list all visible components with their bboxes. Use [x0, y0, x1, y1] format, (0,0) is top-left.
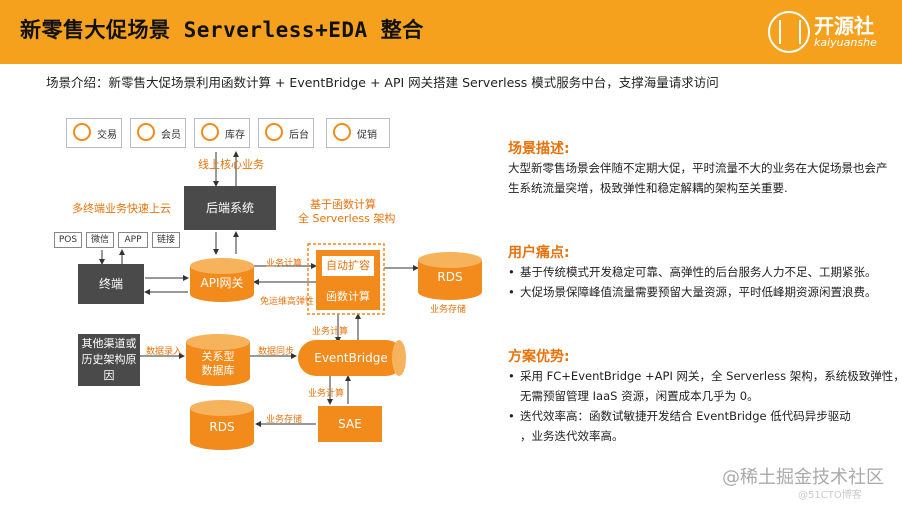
- pain-point-2: 大促场景保障峰值流量需要预留大量资源，平时低峰期资源闲置浪费。: [508, 282, 877, 302]
- logo-text-en: kaiyuanshe: [814, 36, 877, 49]
- icon-box-transaction: 交易: [66, 118, 122, 148]
- channel-wechat: 微信: [86, 232, 114, 248]
- icon-box-promotion: 促销: [326, 118, 390, 148]
- eventbridge-label: EventBridge: [314, 351, 388, 365]
- icon-label-inventory: 库存: [225, 130, 245, 141]
- advantages-title: 方案优势:: [508, 349, 570, 365]
- channel-pos: POS: [54, 232, 82, 248]
- pain-point-1-text: 基于传统模式开发稳定可靠、高弹性的后台服务人力不足、工期紧张。: [520, 265, 877, 279]
- api-gateway-label: API网关: [200, 276, 244, 290]
- advantage-1: 采用 FC+EventBridge +API 网关，全 Serverless 架…: [508, 366, 902, 386]
- scene-intro: 场景介绍：新零售大促场景利用函数计算 + EventBridge + API 网…: [46, 75, 719, 90]
- fc-note-1: 基于函数计算: [310, 198, 376, 211]
- biz-storage-label-1: 业务存储: [430, 305, 467, 315]
- icon-label-transaction: 交易: [97, 130, 117, 141]
- advantage-2-line-1: 迭代效率高：函数试敏捷开发结合 EventBridge 低代码异步驱动: [520, 409, 851, 423]
- biz-storage-label-2: 业务存储: [266, 415, 303, 425]
- icon-label-promotion: 促销: [357, 130, 377, 141]
- function-compute-label: 函数计算: [326, 290, 370, 303]
- channel-app: APP: [118, 232, 148, 248]
- rds-top-label: RDS: [437, 270, 463, 284]
- inventory-icon: [201, 123, 219, 141]
- data-entry-label: 数据录入: [146, 347, 183, 357]
- rds-bottom-cylinder: RDS: [190, 400, 254, 450]
- kaiyuanshe-logo-icon: [768, 11, 810, 53]
- page-title: 新零售大促场景 Serverless+EDA 整合: [20, 18, 424, 42]
- fc-note-2: 全 Serverless 架构: [298, 212, 396, 225]
- cyl-top: [186, 334, 250, 350]
- cyl-bottom: [186, 370, 250, 386]
- pain-point-1: 基于传统模式开发稳定可靠、高弹性的后台服务人力不足、工期紧张。: [508, 262, 877, 282]
- online-core-label: 线上核心业务: [198, 158, 264, 171]
- icon-label-member: 会员: [161, 130, 181, 141]
- relational-db-cylinder: 关系型 数据库: [186, 334, 250, 386]
- cyl-top: [190, 258, 254, 274]
- advantage-2-line-2: ，业务迭代效率高。: [520, 429, 624, 443]
- other-channels-box: 其他渠道或历史架构原因: [78, 334, 140, 386]
- watermark-51cto: @51CTO博客: [798, 490, 862, 501]
- rds-bottom-label: RDS: [209, 420, 235, 434]
- api-gateway-cylinder: API网关: [190, 258, 254, 302]
- cyl-bottom: [190, 286, 254, 302]
- channel-link: 链接: [152, 232, 180, 248]
- icon-box-member: 会员: [130, 118, 186, 148]
- cyl-bottom: [418, 284, 482, 300]
- backend-system-box: 后端系统: [184, 186, 276, 230]
- terminal-box: 终端: [78, 264, 144, 304]
- logo-text-cn: 开源社: [814, 14, 874, 38]
- biz-compute-label-1: 业务计算: [266, 259, 303, 269]
- no-ops-label: 免运维高弹性: [260, 297, 315, 307]
- icon-box-inventory: 库存: [194, 118, 250, 148]
- biz-compute-label-2: 业务计算: [312, 327, 349, 337]
- cyl-bottom: [190, 434, 254, 450]
- function-compute-box: 自动扩容 函数计算: [316, 250, 380, 310]
- advantage-1-line-2: 无需预留管理 IaaS 资源，闲置成本几乎为 0。: [520, 389, 759, 403]
- watermark: @稀土掘金技术社区: [722, 467, 884, 488]
- multi-terminal-label: 多终端业务快速上云: [72, 202, 171, 215]
- transaction-icon: [73, 123, 91, 141]
- sae-box: SAE: [318, 406, 382, 442]
- promotion-icon: [333, 123, 351, 141]
- pipe-end: [392, 340, 406, 376]
- icon-label-backend: 后台: [289, 130, 309, 141]
- cyl-top: [418, 252, 482, 268]
- eventbridge-pipe: EventBridge: [298, 340, 406, 376]
- scene-desc-line-1: 大型新零售场景会伴随不定期大促，平时流量不大的业务在大促场景也会产: [508, 161, 888, 175]
- cyl-top: [190, 400, 254, 416]
- biz-compute-label-3: 业务计算: [308, 389, 345, 399]
- advantage-2: 迭代效率高：函数试敏捷开发结合 EventBridge 低代码异步驱动: [508, 406, 851, 426]
- title-bar: 新零售大促场景 Serverless+EDA 整合 开源社 kaiyuanshe: [0, 0, 902, 64]
- relational-db-label-1: 关系型: [201, 350, 235, 363]
- advantage-1-line-1: 采用 FC+EventBridge +API 网关，全 Serverless 架…: [520, 369, 902, 383]
- icon-box-backend: 后台: [258, 118, 314, 148]
- relational-db-label-2: 数据库: [201, 364, 235, 377]
- pain-point-2-text: 大促场景保障峰值流量需要预留大量资源，平时低峰期资源闲置浪费。: [520, 285, 877, 299]
- scene-desc-line-2: 生系统流量突增，极致弹性和稳定解耦的架构至关重要.: [508, 181, 788, 195]
- scene-desc-title: 场景描述:: [508, 141, 570, 157]
- backend-icon: [265, 123, 283, 141]
- auto-scale-badge: 自动扩容: [322, 256, 374, 276]
- rds-top-cylinder: RDS: [418, 252, 482, 300]
- pain-points-title: 用户痛点:: [508, 245, 570, 261]
- data-sync-label: 数据同步: [258, 347, 295, 357]
- member-icon: [137, 123, 155, 141]
